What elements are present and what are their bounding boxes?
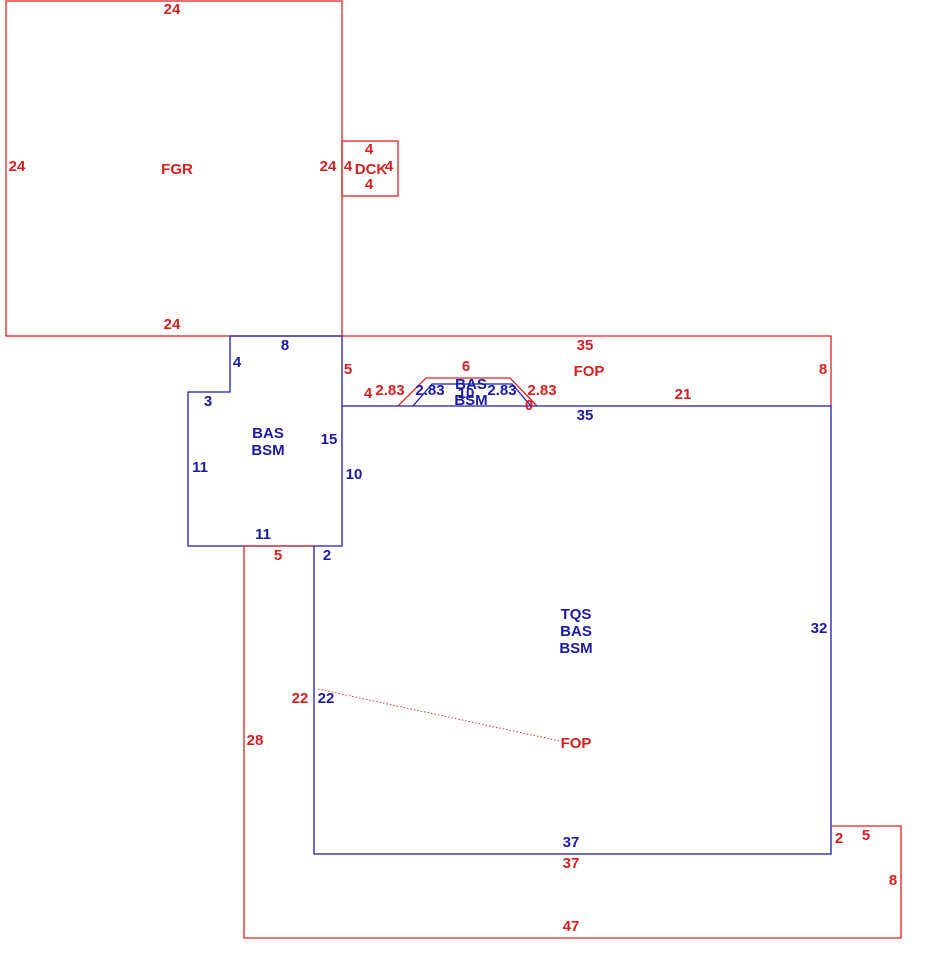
- dim-fop-bottom: 47: [563, 918, 580, 935]
- main-outline: [313, 405, 832, 855]
- dim-main-right: 32: [811, 620, 828, 637]
- fop-leader-line: [317, 688, 561, 742]
- area-label-tqs-main: TQS: [561, 606, 592, 623]
- dim-bas-bottom: 11: [255, 526, 271, 543]
- bay-red-outline: [397, 377, 538, 407]
- bay-blue-outline: [412, 383, 532, 407]
- bas-left-outline: [187, 335, 343, 547]
- dim-bay-inner: 10: [458, 385, 475, 402]
- dim-fop-left: 5: [344, 361, 352, 378]
- dim-bay-diag-l-red: 2.83: [375, 382, 404, 399]
- dim-bay-left: 4: [364, 385, 373, 402]
- fop-top-outline: [342, 335, 832, 406]
- dim-bas-right-upper: 15: [321, 431, 338, 448]
- dim-fop-right: 8: [819, 361, 827, 378]
- dim-dck-bottom: 4: [365, 176, 374, 193]
- area-label-fop-top: FOP: [574, 363, 605, 380]
- dim-bas-notch-h: 3: [204, 393, 212, 410]
- dim-bas-right-lower: 10: [346, 466, 363, 483]
- dim-fgr-left: 24: [9, 158, 26, 175]
- dim-bay-top: 6: [462, 358, 470, 375]
- dim-bay-diag-r-blue: 2.83: [487, 382, 516, 399]
- dim-fop-left-label: 22: [292, 690, 309, 707]
- dim-bay-diag-r-red: 2.83: [527, 382, 556, 399]
- dim-fop-right-top: 5: [862, 827, 870, 844]
- dim-fop-mid: 21: [675, 386, 692, 403]
- dck-outline: [341, 140, 399, 197]
- dim-fop-top-left: 5: [274, 547, 282, 564]
- dim-fgr-bottom: 24: [164, 316, 181, 333]
- dim-dck-top: 4: [365, 141, 374, 158]
- dim-fop-right: 8: [889, 872, 897, 889]
- dim-dck-right: 4: [385, 158, 394, 175]
- dim-main-notch: 2: [323, 547, 331, 564]
- dim-fgr-right: 24: [320, 158, 337, 175]
- dim-bay-zero: 0: [525, 397, 533, 414]
- dim-dck-left: 4: [344, 158, 353, 175]
- dim-fop-top: 35: [577, 337, 594, 354]
- area-label-bsm-small: BSM: [454, 392, 487, 409]
- dim-main-bottom: 37: [563, 834, 580, 851]
- area-label-bas-main: BAS: [560, 623, 592, 640]
- area-label-fop-main: FOP: [561, 735, 592, 752]
- dim-fop-outer-left: 28: [247, 732, 264, 749]
- dim-main-top: 35: [577, 407, 594, 424]
- area-label-bas-small: BAS: [455, 376, 487, 393]
- dim-main-left: 22: [318, 690, 335, 707]
- area-label-bsm-left: BSM: [251, 442, 284, 459]
- area-label-dck: DCK: [355, 161, 388, 178]
- dim-fop-right-notch: 2: [835, 830, 843, 847]
- dim-fgr-top: 24: [164, 1, 181, 18]
- dim-bay-diag-l-blue: 2.83: [415, 382, 444, 399]
- dim-bas-top: 8: [281, 337, 289, 354]
- fop-lower-outline-2: [243, 546, 902, 939]
- dim-bas-left: 11: [192, 459, 208, 476]
- dim-bas-notch-v: 4: [233, 354, 242, 371]
- area-label-bas-left: BAS: [252, 425, 284, 442]
- area-label-bsm-main: BSM: [559, 640, 592, 657]
- area-label-fgr: FGR: [161, 161, 193, 178]
- dim-fop-bottom-inner: 37: [563, 855, 580, 872]
